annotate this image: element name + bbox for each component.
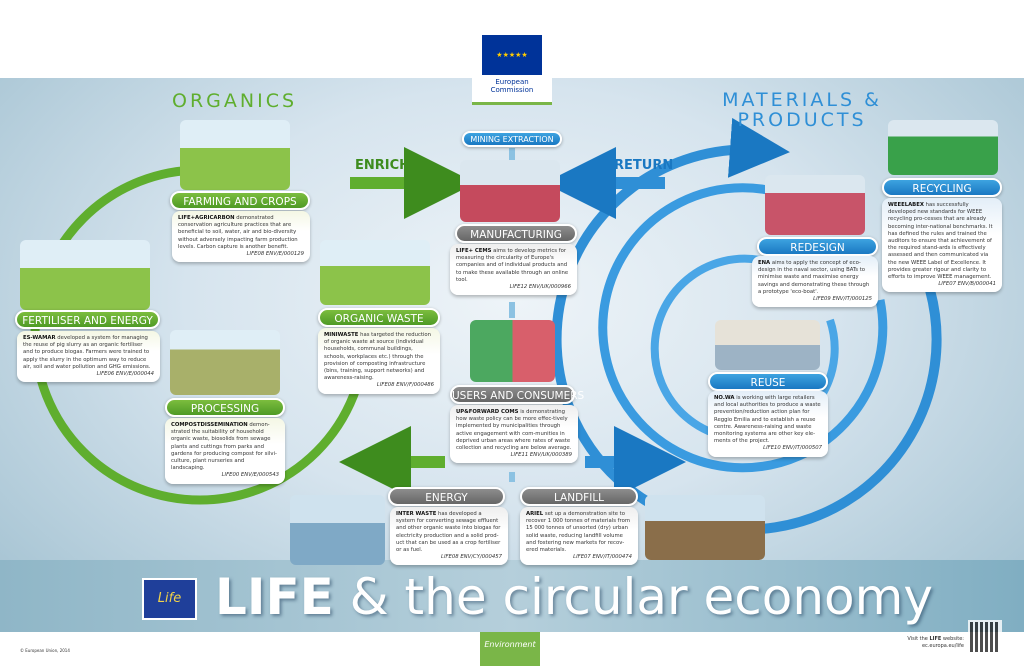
stage-manufacturing-header: MANUFACTURING	[455, 224, 577, 243]
project-description: demonstrated conservation agriculture pr…	[178, 215, 298, 250]
project-name: ARIEL	[526, 511, 544, 517]
landfill-illustration	[645, 495, 765, 560]
project-description: aims to develop metrics for measuring th…	[456, 248, 569, 283]
stage-landfill-header: LANDFILL	[520, 487, 638, 506]
materials-spiral-mid	[598, 183, 888, 473]
materials-spiral-inner	[650, 254, 839, 443]
project-ref: LIFE07 ENV/B/000041	[938, 281, 996, 288]
visit-website: Visit the LIFE website: ec.europa.eu/lif…	[900, 636, 964, 650]
stage-farming-header: FARMING AND CROPS	[170, 191, 310, 210]
farm-illustration	[180, 120, 290, 190]
project-name: ES-WAMAR	[23, 335, 56, 341]
stage-energy-text: INTER WASTE has developed a system for c…	[390, 507, 508, 566]
title-life: LIFE	[215, 568, 334, 626]
project-name: INTER WASTE	[396, 511, 437, 517]
project-name: UP&FORWARD COMS	[456, 409, 519, 415]
title-rest: & the circular economy	[333, 568, 933, 626]
project-ref: LIFE09 ENV/IT/000125	[813, 296, 872, 303]
project-name: COMPOSTDISSEMINATION	[171, 422, 248, 428]
project-description: aims to apply the concept of eco-design …	[758, 260, 870, 295]
stage-recycling-header: RECYCLING	[882, 178, 1002, 197]
project-description: is demonstrating how waste policy can be…	[456, 409, 572, 452]
project-ref: LIFE10 ENV/IT/000507	[763, 445, 822, 452]
life-logo-text: Life	[157, 591, 182, 606]
mining-extraction-label: MINING EXTRACTION	[462, 131, 562, 147]
eu-flag-icon: ★★★★★	[482, 35, 542, 75]
project-description: has successfully developed new standards…	[888, 202, 993, 281]
poster-title: LIFE & the circular economy	[215, 568, 933, 626]
warehouse-illustration	[765, 175, 865, 235]
eu-commission-logo: ★★★★★ European Commission	[472, 10, 552, 105]
project-ref: LIFE08 ENV/F/000486	[376, 382, 434, 389]
project-name: MINIWASTE	[324, 332, 359, 338]
stage-organic-waste-header: ORGANIC WASTE	[318, 308, 440, 327]
stage-reuse-header: REUSE	[708, 372, 828, 391]
recycling-plant-illustration	[888, 120, 998, 175]
stage-manufacturing-text: LIFE+ CEMS aims to develop metrics for m…	[450, 244, 577, 296]
project-description: set up a demonstration site to recover 1…	[526, 511, 630, 554]
stage-landfill-text: ARIEL set up a demonstration site to rec…	[520, 507, 638, 566]
org-name: European Commission	[490, 78, 534, 94]
stage-farming-text: LIFE+AGRICARBON demonstrated conservatio…	[172, 211, 310, 263]
project-name: WEEELABEX	[888, 202, 924, 208]
stage-processing-text: COMPOSTDISSEMINATION demon-strated the s…	[165, 418, 285, 484]
project-description: has targeted the reduction of organic wa…	[324, 332, 432, 382]
stage-redesign-text: ENA aims to apply the concept of eco-des…	[752, 256, 878, 308]
stage-fertiliser-text: ES-WAMAR developed a system for managing…	[17, 331, 160, 383]
environment-tab: Environment	[480, 632, 540, 666]
project-description: has developed a system for converting se…	[396, 511, 501, 554]
stage-users-header: USERS AND CONSUMERS	[450, 385, 584, 404]
stage-processing-header: PROCESSING	[165, 398, 285, 417]
power-plant-illustration	[290, 495, 385, 565]
copyright: © European Union, 2014	[20, 648, 70, 653]
houses-illustration	[320, 240, 430, 305]
stage-energy-header: ENERGY	[388, 487, 505, 506]
repair-shop-illustration	[715, 320, 820, 370]
project-ref: LIFE07 ENV/IT/000474	[573, 554, 632, 561]
project-ref: LIFE06 ENV/E/000044	[96, 371, 154, 378]
stage-reuse-text: NO.WA is working with large retailers an…	[708, 391, 828, 457]
biogas-plant-illustration	[20, 240, 150, 310]
stage-recycling-text: WEEELABEX has successfully developed new…	[882, 198, 1002, 293]
project-ref: LIFE08 ENV/CY/000457	[441, 554, 502, 561]
section-materials: MATERIALS & PRODUCTS	[722, 89, 882, 131]
project-name: ENA	[758, 260, 771, 266]
visit-prefix: Visit the	[907, 636, 930, 642]
project-ref: LIFE12 ENV/UK/000966	[509, 284, 571, 291]
visit-life: LIFE	[929, 636, 942, 642]
qr-code-icon[interactable]	[968, 620, 1002, 654]
stage-redesign-header: REDESIGN	[757, 237, 878, 256]
enrich-label: ENRICH	[355, 158, 411, 173]
project-name: LIFE+AGRICARBON	[178, 215, 235, 221]
website-link[interactable]: ec.europa.eu/life	[921, 643, 964, 649]
project-description: demon-strated the suitability of househo…	[171, 422, 277, 472]
project-ref: LIFE11 ENV/UK/000389	[510, 452, 572, 459]
project-name: LIFE+ CEMS	[456, 248, 492, 254]
stage-organic-waste-text: MINIWASTE has targeted the reduction of …	[318, 328, 440, 394]
shops-illustration	[470, 320, 555, 382]
project-description: developed a system for managing the reus…	[23, 335, 151, 370]
project-ref: LIFE08 ENV/E/000129	[246, 251, 304, 258]
visit-suffix: website:	[941, 636, 964, 642]
project-ref: LIFE00 ENV/E/000543	[221, 472, 279, 479]
life-logo: Life	[142, 578, 197, 620]
stage-users-text: UP&FORWARD COMS is demonstrating how was…	[450, 405, 578, 464]
project-description: is working with large retailers and loca…	[714, 395, 821, 445]
stage-fertiliser-header: FERTILISER AND ENERGY	[15, 310, 160, 329]
project-name: NO.WA	[714, 395, 735, 401]
section-organics: ORGANICS	[172, 90, 298, 112]
compost-illustration	[170, 330, 280, 395]
factory-illustration	[460, 160, 560, 222]
return-label: RETURN	[614, 158, 674, 173]
